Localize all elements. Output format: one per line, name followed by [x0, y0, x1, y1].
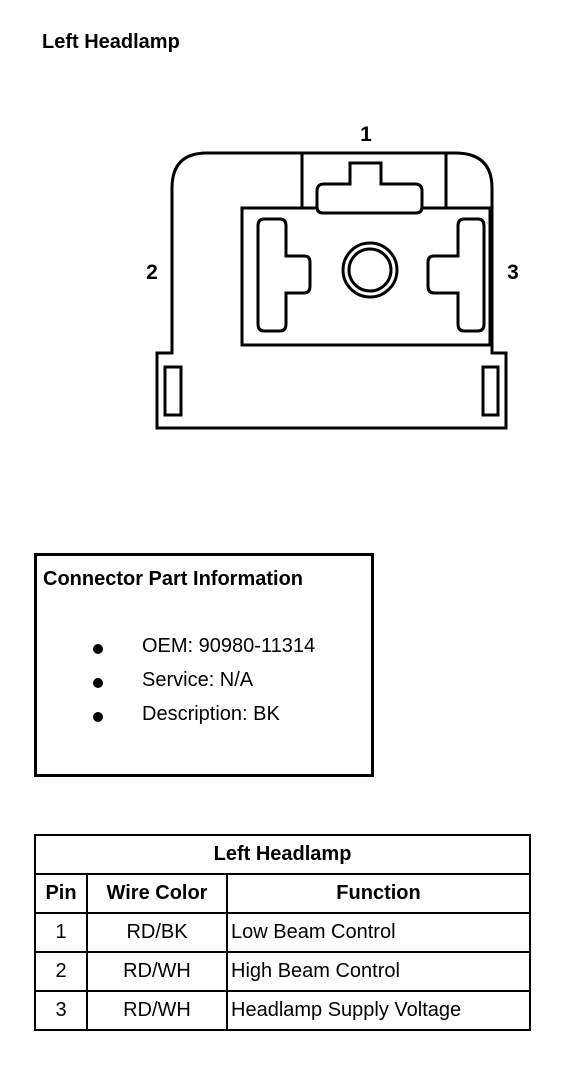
connector-info-title: Connector Part Information [43, 568, 304, 590]
latch-slot-left [163, 365, 183, 417]
table-header-row: Pin Wire Color Function [34, 873, 532, 914]
terminal-pin-2 [256, 217, 312, 333]
pin-table: Left Headlamp Pin Wire Color Function 1 … [33, 834, 532, 1031]
function-cell: Low Beam Control [225, 912, 532, 953]
table-row: 2 RD/WH High Beam Control [34, 951, 532, 992]
wire-color-cell: RD/BK [86, 912, 228, 953]
connector-diagram: 1 2 3 [146, 123, 519, 430]
pin-label-2: 2 [146, 261, 158, 284]
table-row: 1 RD/BK Low Beam Control [34, 912, 532, 953]
connector-info-service: Service: N/A [142, 669, 254, 691]
connector-info-oem: OEM: 90980-11314 [142, 635, 316, 657]
terminal-pin-3 [426, 217, 486, 333]
pin-cell: 1 [34, 912, 88, 953]
table-caption: Left Headlamp [33, 834, 532, 875]
page-title: Left Headlamp [42, 31, 180, 53]
bullet-icon [93, 678, 103, 688]
column-header-function: Function [225, 873, 532, 914]
pin-cell: 3 [34, 990, 88, 1031]
wire-color-cell: RD/WH [86, 990, 228, 1031]
column-header-wire-color: Wire Color [86, 873, 228, 914]
function-cell: Headlamp Supply Voltage [225, 990, 532, 1031]
table-caption-row: Left Headlamp [33, 834, 532, 875]
column-header-pin: Pin [34, 873, 88, 914]
pin-label-3: 3 [507, 261, 519, 284]
function-cell: High Beam Control [225, 951, 532, 992]
pin-cell: 2 [34, 951, 88, 992]
wire-color-cell: RD/WH [86, 951, 228, 992]
latch-slot-right [481, 365, 500, 417]
table-row: 3 RD/WH Headlamp Supply Voltage [34, 990, 532, 1031]
bullet-icon [93, 644, 103, 654]
bullet-icon [93, 712, 103, 722]
terminal-pin-1 [315, 161, 424, 215]
connector-info-box: Connector Part Information OEM: 90980-11… [34, 553, 374, 777]
connector-info-description: Description: BK [142, 703, 280, 725]
center-post-inner [347, 247, 393, 293]
pin-label-1: 1 [360, 123, 372, 146]
